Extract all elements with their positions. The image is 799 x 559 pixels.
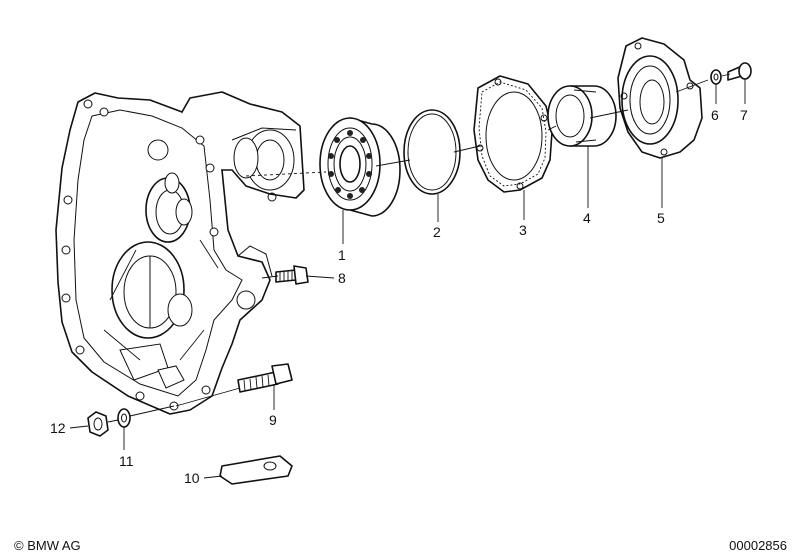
lock-washer — [117, 408, 131, 428]
callout-6: 6 — [711, 107, 719, 123]
callout-9: 9 — [269, 412, 277, 428]
cover-bolt — [727, 62, 752, 81]
callout-10: 10 — [184, 470, 200, 486]
callout-12: 12 — [50, 420, 66, 436]
callout-3: 3 — [519, 222, 527, 238]
hex-nut — [87, 411, 109, 437]
transmission-housing — [55, 91, 305, 415]
leader-lines — [69, 79, 746, 479]
shaft-seal — [547, 85, 617, 147]
gasket — [473, 75, 553, 193]
hex-screw — [275, 265, 309, 285]
callout-4: 4 — [583, 210, 591, 226]
shim-ring — [403, 109, 461, 195]
stud-bolt — [237, 363, 293, 393]
callout-8: 8 — [338, 270, 346, 286]
callout-2: 2 — [433, 224, 441, 240]
assembly-axis-lines — [107, 73, 731, 423]
copyright-label: © BMW AG — [14, 538, 81, 553]
callout-11: 11 — [119, 453, 134, 469]
ball-bearing — [319, 117, 401, 217]
mounting-plate — [219, 455, 293, 485]
callout-7: 7 — [740, 107, 748, 123]
callout-1: 1 — [338, 247, 346, 263]
document-number: 00002856 — [729, 538, 787, 553]
bearing-cover — [617, 37, 703, 159]
part-callouts: 1 2 3 4 5 6 7 8 9 10 11 12 — [50, 107, 748, 486]
small-washer — [710, 69, 722, 85]
callout-5: 5 — [657, 210, 665, 226]
